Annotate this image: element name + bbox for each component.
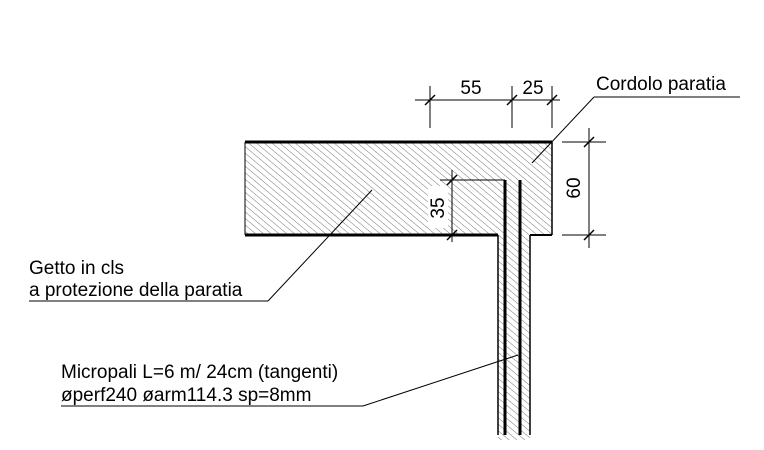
dim-tick-left bbox=[424, 94, 436, 106]
cordolo-leader-line bbox=[531, 96, 595, 164]
dim-tick-right bbox=[546, 94, 558, 106]
dim-35-tick-bottom bbox=[446, 229, 458, 241]
micropali-label-line1: Micropali L=6 m/ 24cm (tangenti) bbox=[61, 362, 338, 383]
getto-label-line2: a protezione della paratia bbox=[29, 280, 243, 301]
dim-60-tick-bottom bbox=[583, 229, 595, 241]
dim-tick-mid bbox=[506, 94, 518, 106]
dim-35-label: 35 bbox=[428, 197, 449, 218]
cordolo-paratia-label: Cordolo paratia bbox=[596, 74, 726, 95]
dim-60-tick-top bbox=[583, 136, 595, 148]
getto-label-line1: Getto in cls bbox=[29, 258, 124, 279]
getto-leader-line bbox=[267, 189, 373, 302]
dim-25-label: 25 bbox=[522, 78, 543, 99]
micropali-leader-line bbox=[362, 354, 519, 407]
dim-35-tick-top bbox=[446, 174, 458, 186]
micropali-label-line2: øperf240 øarm114.3 sp=8mm bbox=[61, 385, 311, 406]
dim-60-label: 60 bbox=[564, 177, 585, 198]
dim-35-label-background bbox=[428, 186, 448, 228]
dim-55-label: 55 bbox=[460, 78, 481, 99]
curb-concrete-body bbox=[245, 142, 552, 440]
